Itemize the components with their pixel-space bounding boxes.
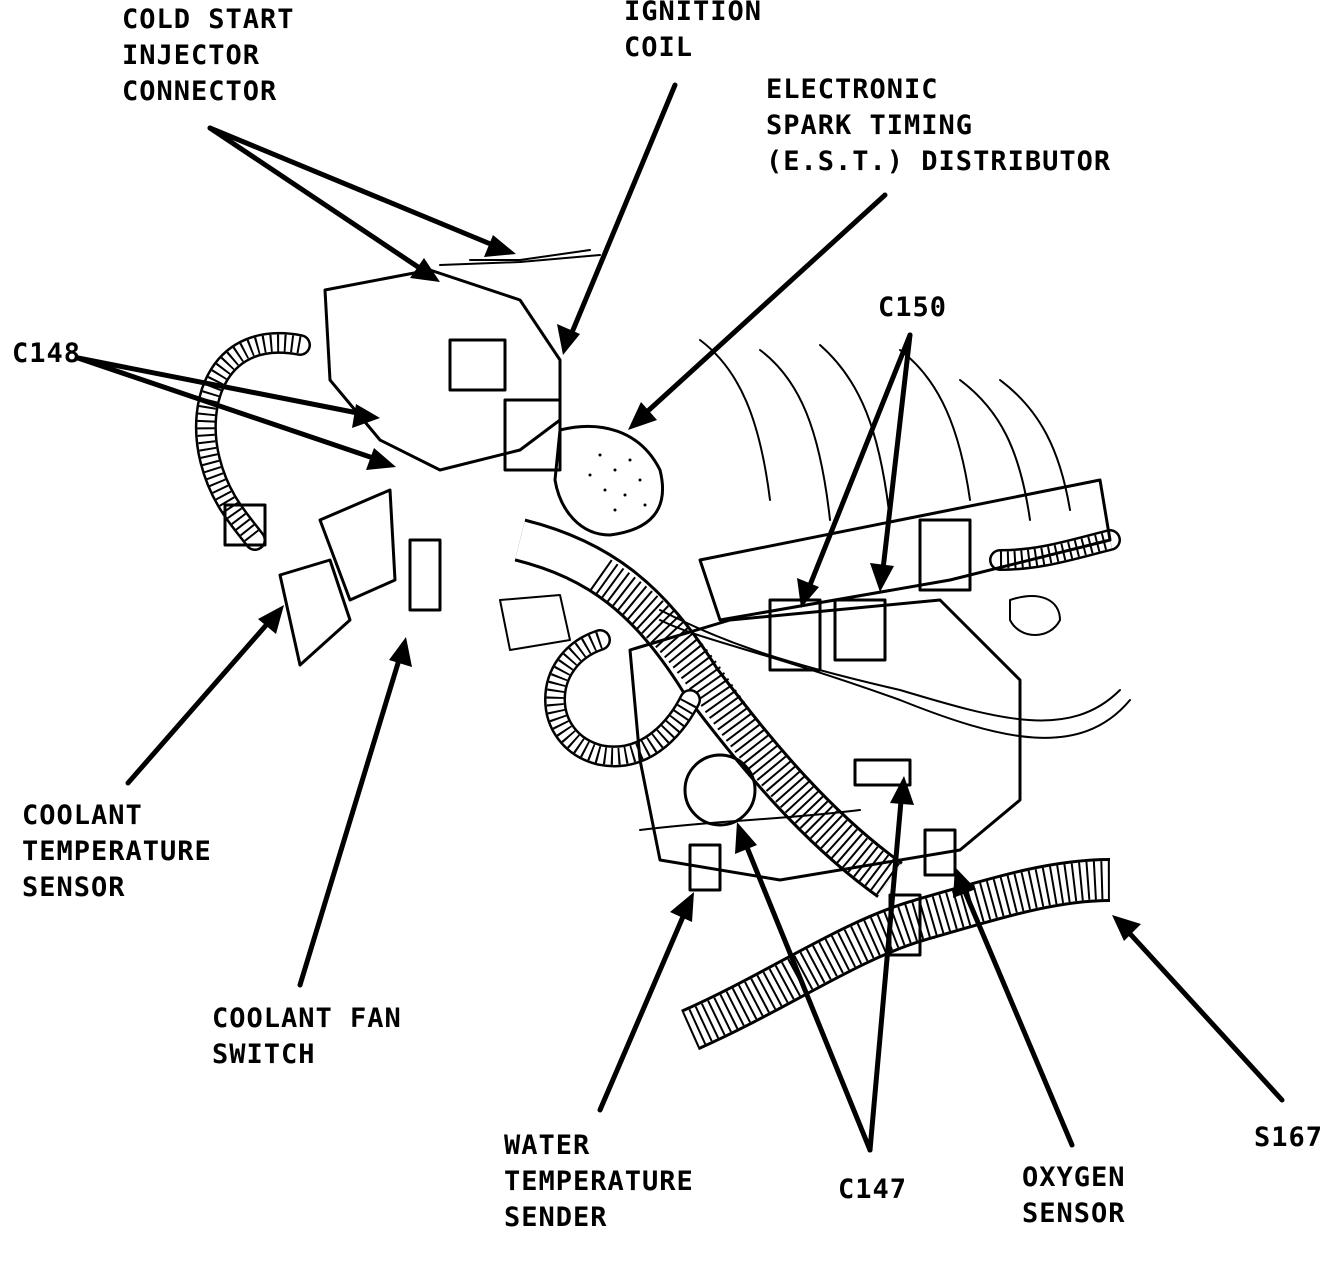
label-line: SPARK TIMING	[766, 110, 974, 141]
label-line: TEMPERATURE	[504, 1166, 694, 1197]
label-c147: C147	[838, 1172, 907, 1208]
label-s167: S167	[1254, 1120, 1323, 1156]
label-line: SENSOR	[1022, 1198, 1126, 1229]
label-est-distributor: ELECTRONIC SPARK TIMING (E.S.T.) DISTRIB…	[766, 72, 1111, 180]
label-c148: C148	[12, 336, 81, 372]
label-ignition-coil: IGNITION COIL	[624, 0, 762, 66]
label-line: (E.S.T.) DISTRIBUTOR	[766, 146, 1112, 177]
label-line: C150	[878, 292, 948, 323]
label-coolant-fan-switch: COOLANT FAN SWITCH	[212, 1001, 402, 1073]
label-line: SENSOR	[22, 872, 126, 903]
label-water-temperature-sender: WATER TEMPERATURE SENDER	[504, 1128, 694, 1236]
label-c150: C150	[878, 290, 947, 326]
label-line: C148	[12, 338, 82, 369]
engine-illustration	[194, 249, 1131, 1051]
label-oxygen-sensor: OXYGEN SENSOR	[1022, 1160, 1126, 1232]
leader-arrows	[75, 82, 1285, 1153]
label-line: WATER	[504, 1130, 591, 1161]
label-line: C147	[838, 1174, 908, 1205]
label-line: SWITCH	[212, 1039, 316, 1070]
label-line: SENDER	[504, 1202, 608, 1233]
label-line: COOLANT FAN	[212, 1003, 402, 1034]
label-line: COLD START	[122, 4, 295, 35]
label-line: ELECTRONIC	[766, 74, 939, 105]
label-line: INJECTOR	[122, 40, 261, 71]
label-line: OXYGEN	[1022, 1162, 1126, 1193]
label-line: IGNITION	[624, 0, 763, 27]
label-cold-start-injector-connector: COLD START INJECTOR CONNECTOR	[122, 2, 295, 110]
label-line: CONNECTOR	[122, 76, 278, 107]
label-line: TEMPERATURE	[22, 836, 212, 867]
label-line: COOLANT	[22, 800, 143, 831]
label-line: COIL	[624, 32, 694, 63]
label-line: S167	[1254, 1122, 1324, 1153]
label-coolant-temperature-sensor: COOLANT TEMPERATURE SENSOR	[22, 798, 212, 906]
